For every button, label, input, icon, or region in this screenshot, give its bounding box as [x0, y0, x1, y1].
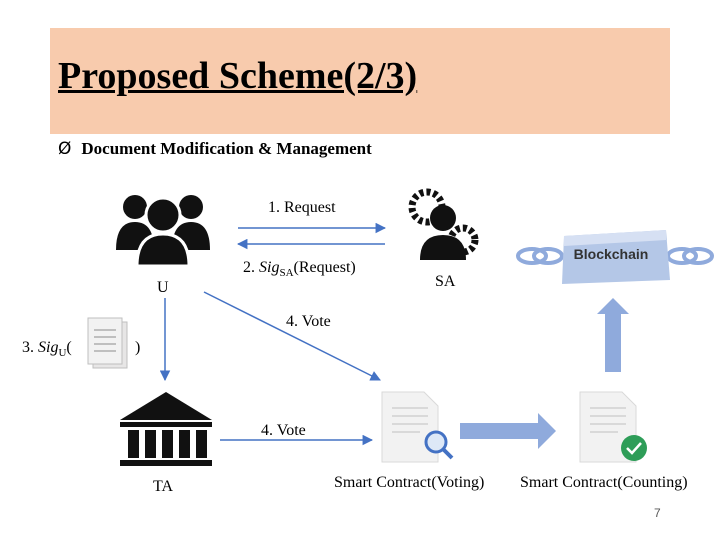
bullet-heading: Ø Document Modification & Management — [58, 139, 372, 159]
sc-voting-label: Smart Contract(Voting) — [334, 474, 485, 491]
page-number: 7 — [654, 506, 661, 520]
signed-document-icon — [87, 317, 128, 369]
sig-u-sig: Sig — [38, 339, 59, 356]
ta-bank-icon — [120, 392, 212, 466]
sig-sa-sub: SA — [279, 267, 294, 280]
step-sig-u-label: 3. SigU( — [22, 339, 72, 359]
sc-counting-label: Smart Contract(Counting) — [520, 474, 688, 491]
step-request-label: 1. Request — [268, 199, 336, 216]
sig-u-close: ) — [135, 339, 141, 356]
magnifier-icon — [424, 430, 454, 460]
step-sig-sa-label: 2. SigSA(Request) — [243, 259, 356, 279]
step-vote-sa-label: 4. Vote — [286, 313, 331, 330]
sig-sa-prefix: 2. — [243, 259, 259, 276]
users-group-icon — [116, 195, 210, 268]
sig-sa-sig: Sig — [259, 259, 280, 276]
sa-vote-arrow — [203, 291, 381, 381]
blockchain-label: Blockchain — [574, 246, 649, 262]
voting-to-counting-arrow — [460, 413, 556, 449]
user-label: U — [157, 279, 169, 296]
title-band — [50, 28, 670, 134]
sig-sa-arg: (Request) — [293, 259, 356, 276]
sig-u-open: ( — [66, 339, 72, 356]
sig-u-sub: U — [58, 347, 67, 360]
step-vote-ta-label: 4. Vote — [261, 422, 306, 439]
slide-title: Proposed Scheme(2/3) — [58, 55, 418, 97]
blockchain-logo — [516, 230, 714, 284]
sig-u-prefix: 3. — [22, 339, 38, 356]
check-circle-icon — [621, 435, 647, 461]
sa-label: SA — [435, 273, 456, 290]
counting-to-blockchain-arrow — [597, 298, 629, 372]
voting-contract-document-icon — [381, 391, 439, 463]
ta-label: TA — [153, 478, 174, 495]
bullet-text: Document Modification & Management — [81, 139, 372, 158]
bullet-arrow-icon: Ø — [58, 139, 72, 159]
sa-gears-person-icon — [408, 188, 479, 260]
